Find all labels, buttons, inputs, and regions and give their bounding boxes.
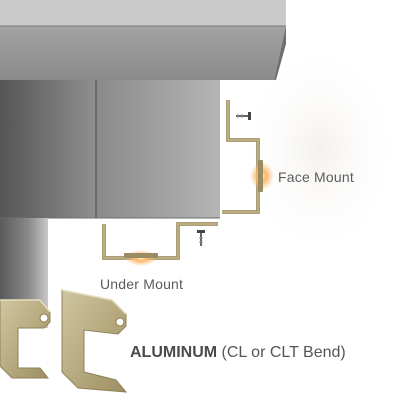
under-mount-label: Under Mount xyxy=(100,276,184,292)
fascia-wall xyxy=(0,80,220,219)
material-name: ALUMINUM xyxy=(130,344,218,361)
material-caption: ALUMINUM (CL or CLT Bend) xyxy=(130,344,346,362)
material-bend-note: (CL or CLT Bend) xyxy=(217,344,346,361)
roof-overhang xyxy=(0,0,286,80)
screw-icon xyxy=(236,112,251,120)
channel-profile-icon xyxy=(0,299,51,379)
face-mount-channel xyxy=(222,100,274,214)
under-mount-channel xyxy=(102,222,218,266)
channel-profile-icon xyxy=(61,289,128,393)
light-haze xyxy=(240,40,400,260)
screw-icon xyxy=(197,230,205,246)
face-mount-label: Face Mount xyxy=(278,169,354,185)
